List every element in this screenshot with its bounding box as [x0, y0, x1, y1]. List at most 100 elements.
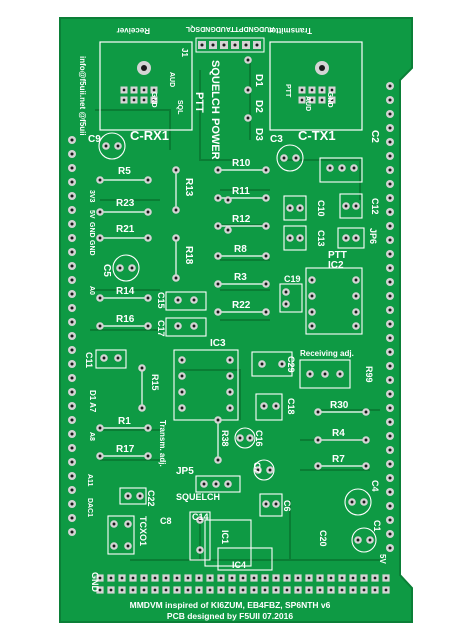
label-c12: C12 — [370, 198, 380, 215]
component-pads — [96, 56, 374, 554]
label-r1: R1 — [118, 416, 131, 427]
label-r4: R4 — [332, 428, 345, 439]
bottom-pin-hole — [109, 588, 113, 592]
bottom-pin-hole — [263, 588, 267, 592]
component-pad-hole — [323, 372, 327, 376]
component-pad-hole — [176, 324, 180, 328]
label-gnd-tx: GND — [326, 92, 333, 108]
component-pad-hole — [228, 406, 232, 410]
label-c10: C10 — [316, 200, 326, 217]
bottom-pin-hole — [362, 576, 366, 580]
right-edge-pin-hole — [388, 434, 392, 438]
component-pad-hole — [180, 358, 184, 362]
right-edge-pin-hole — [388, 518, 392, 522]
component-pad-hole — [228, 390, 232, 394]
left-edge-pin-hole — [70, 208, 74, 212]
bottom-pin-hole — [153, 576, 157, 580]
ic4-outline — [217, 547, 273, 571]
jp6-outline — [337, 227, 365, 249]
component-pad-hole — [180, 406, 184, 410]
right-edge-pin-hole — [388, 126, 392, 130]
label-r14: R14 — [116, 286, 135, 297]
bottom-pin-hole — [131, 588, 135, 592]
bottom-pin-hole — [219, 576, 223, 580]
component-pad-hole — [176, 298, 180, 302]
label-jp6: JP6 — [368, 228, 378, 244]
c20-outline — [351, 527, 377, 553]
component-pad-hole — [140, 406, 144, 410]
transmitter-pads — [298, 86, 336, 104]
right-edge-pin-hole — [388, 420, 392, 424]
tx-pad-hole — [320, 88, 324, 92]
left-edge-pin-hole — [70, 166, 74, 170]
label-c11: C11 — [84, 352, 94, 368]
c4-outline — [344, 488, 372, 516]
label-c17: C17 — [156, 320, 166, 337]
component-pad-hole — [310, 294, 314, 298]
component-pad-hole — [98, 426, 102, 430]
component-pad-hole — [198, 518, 202, 522]
c11-outline — [95, 349, 127, 369]
component-pad-hole — [216, 458, 220, 462]
bottom-pin-hole — [274, 588, 278, 592]
c13-outline — [283, 225, 307, 251]
bottom-pin-hole — [274, 576, 278, 580]
bottom-pin-hole — [175, 588, 179, 592]
bottom-pin-hole — [208, 576, 212, 580]
c15-outline — [165, 291, 207, 311]
bottom-pin-hole — [131, 576, 135, 580]
left-edge-pin-hole — [70, 516, 74, 520]
tx-pad-hole — [330, 88, 334, 92]
bottom-pin-hole — [109, 576, 113, 580]
right-edge-pin-hole — [388, 182, 392, 186]
component-pad-hole — [112, 522, 116, 526]
transmitter-connector-outline — [269, 41, 363, 131]
bottom-pin-hole — [351, 588, 355, 592]
component-pad-hole — [264, 310, 268, 314]
left-edge-pin-hole — [70, 222, 74, 226]
rx-pad-hole — [142, 88, 146, 92]
right-edge-pin-hole — [388, 196, 392, 200]
left-edge-pin-hole — [70, 236, 74, 240]
bottom-pin-hole — [164, 576, 168, 580]
label-d1-a7: D1 A7 — [88, 390, 97, 413]
component-pad-hole — [216, 254, 220, 258]
c10-outline — [283, 195, 307, 221]
label-gnd-rx: GND — [150, 92, 157, 108]
component-pad-hole — [264, 224, 268, 228]
component-pad-hole — [310, 324, 314, 328]
label-c7: C7 — [252, 462, 262, 474]
component-pad-hole — [226, 198, 230, 202]
label-c13: C13 — [316, 230, 326, 247]
right-edge-pin-hole — [388, 154, 392, 158]
bottom-pin-hole — [318, 576, 322, 580]
label-power-vertical: POWER — [209, 118, 221, 160]
component-pad-hole — [146, 178, 150, 182]
component-pad-hole — [98, 210, 102, 214]
tx-pad-hole — [310, 98, 314, 102]
component-pad-hole — [228, 358, 232, 362]
bottom-pin-hole — [164, 588, 168, 592]
bottom-header-pins — [96, 574, 390, 594]
component-pad-hole — [354, 324, 358, 328]
component-pad-hole — [364, 464, 368, 468]
mount-hole-tx-inner — [319, 65, 325, 71]
component-pad-hole — [216, 196, 220, 200]
label-c15: C15 — [156, 292, 166, 309]
component-pad-hole — [364, 438, 368, 442]
left-edge-pin-hole — [70, 348, 74, 352]
left-edge-pin-hole — [70, 404, 74, 408]
left-edge-pin-hole — [70, 530, 74, 534]
component-pad-hole — [294, 156, 298, 160]
tcxo1-outline — [107, 515, 135, 555]
rx-pad-hole — [152, 98, 156, 102]
component-pad-hole — [98, 454, 102, 458]
component-pad-hole — [284, 290, 288, 294]
left-edge-pin-hole — [70, 334, 74, 338]
bottom-pin-hole — [241, 576, 245, 580]
label-a8: A8 — [88, 432, 95, 441]
left-edge-pin-hole — [70, 446, 74, 450]
c2-outline — [319, 157, 363, 183]
component-pad-hole — [180, 390, 184, 394]
board-title-line1: MMDVM inspired of KI6ZUM, EB4FBZ, SP6NTH… — [130, 600, 331, 610]
